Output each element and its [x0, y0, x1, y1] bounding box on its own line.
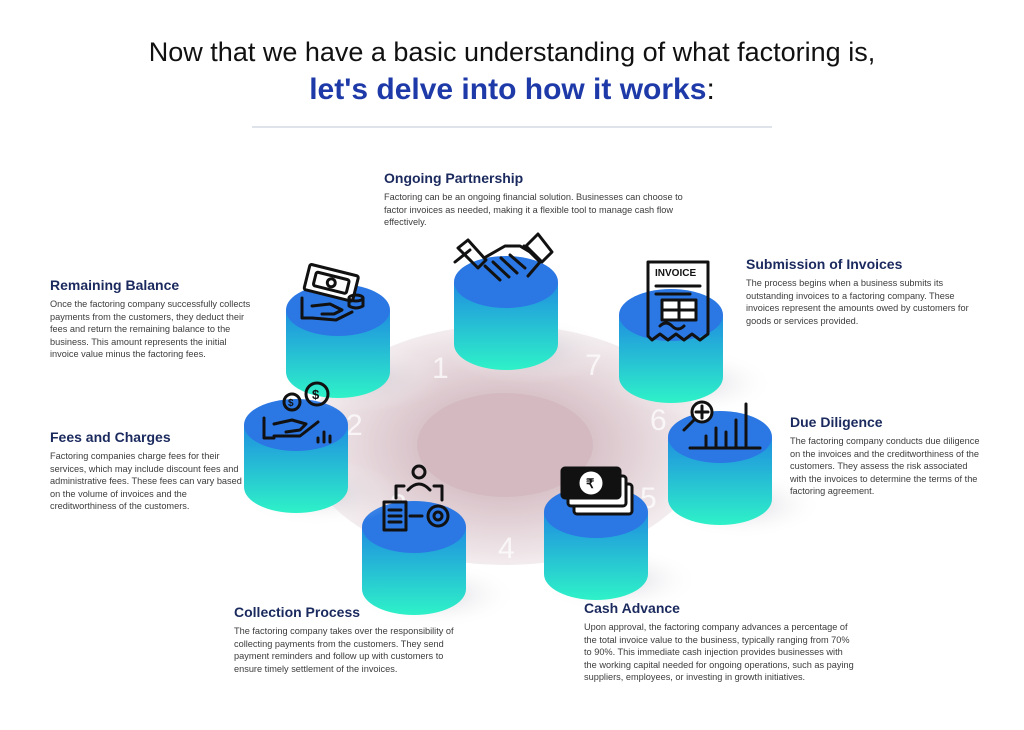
cylinder-due-diligence [660, 411, 824, 539]
step-description: Once the factoring company successfully … [50, 299, 251, 360]
svg-text:₹: ₹ [586, 476, 595, 491]
invoice-icon: INVOICE [646, 260, 710, 342]
heading-highlight: let's delve into how it works [309, 73, 707, 106]
cylinder-remaining-balance [278, 284, 442, 412]
step-title: Submission of Invoices [746, 256, 903, 272]
step-description: The process begins when a business submi… [746, 278, 969, 326]
step-title: Fees and Charges [50, 429, 171, 445]
collection-process-icon [382, 464, 450, 532]
svg-text:$: $ [288, 398, 294, 409]
ring-number-4: 4 [498, 532, 515, 565]
step-cash-advance: Cash Advance Upon approval, the factorin… [584, 600, 856, 684]
step-description: The factoring company conducts due dilig… [790, 436, 980, 497]
step-remaining-balance: Remaining Balance Once the factoring com… [50, 277, 254, 361]
cylinder-ongoing-partnership [446, 256, 610, 384]
handshake-icon [453, 232, 554, 282]
cash-stack-icon: ₹ [560, 466, 634, 516]
step-submission-of-invoices: Submission of Invoices The process begin… [746, 256, 978, 327]
heading-line-1: Now that we have a basic understanding o… [148, 37, 876, 67]
step-title: Ongoing Partnership [384, 170, 524, 186]
fees-hand-coins-icon: $ $ [262, 381, 332, 444]
heading-colon: : [706, 73, 715, 106]
step-fees-and-charges: Fees and Charges Factoring companies cha… [50, 429, 242, 513]
svg-text:INVOICE: INVOICE [655, 268, 696, 279]
step-collection-process: Collection Process The factoring company… [234, 604, 456, 675]
step-description: Upon approval, the factoring company adv… [584, 622, 854, 683]
step-title: Collection Process [234, 604, 361, 620]
step-title: Due Diligence [790, 414, 883, 430]
heading-line-2: let's delve into how it works: [0, 72, 1024, 108]
heading-divider [252, 126, 772, 128]
step-title: Remaining Balance [50, 277, 180, 293]
analysis-chart-icon [682, 400, 762, 450]
ring-number-2: 2 [346, 409, 363, 442]
step-description: Factoring can be an ongoing financial so… [384, 192, 683, 228]
step-title: Cash Advance [584, 600, 680, 616]
svg-text:$: $ [312, 387, 320, 402]
step-description: Factoring companies charge fees for thei… [50, 451, 242, 512]
step-due-diligence: Due Diligence The factoring company cond… [790, 414, 986, 498]
money-hand-icon [300, 263, 365, 322]
step-description: The factoring company takes over the res… [234, 626, 454, 674]
step-ongoing-partnership: Ongoing Partnership Factoring can be an … [384, 170, 684, 229]
